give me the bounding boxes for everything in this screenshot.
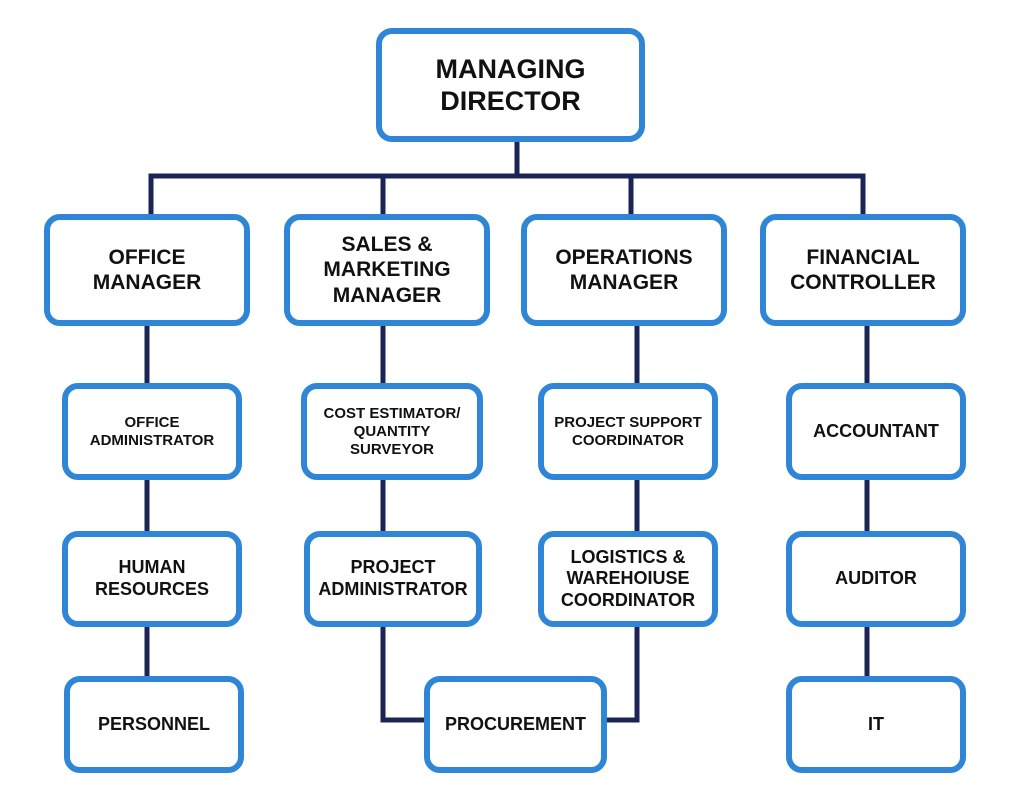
logistics-warehouse-coordinator-box: LOGISTICS & WAREHOIUSE COORDINATOR [538, 531, 718, 627]
managing-director-label: MANAGING DIRECTOR [435, 53, 586, 116]
accountant-box: ACCOUNTANT [786, 383, 966, 480]
project-administrator-label: PROJECT ADMINISTRATOR [318, 557, 468, 599]
procurement-box: PROCUREMENT [424, 676, 607, 773]
office-manager-box: OFFICE MANAGER [44, 214, 250, 326]
auditor-label: AUDITOR [835, 568, 917, 589]
it-box: IT [786, 676, 966, 773]
human-resources-label: HUMAN RESOURCES [94, 557, 210, 599]
office-manager-label: OFFICE MANAGER [92, 245, 202, 294]
financial-controller-label: FINANCIAL CONTROLLER [790, 245, 936, 294]
cost-estimator-label: COST ESTIMATOR/ QUANTITY SURVEYOR [323, 404, 461, 458]
accountant-label: ACCOUNTANT [813, 420, 939, 441]
sales-marketing-manager-label: SALES & MARKETING MANAGER [323, 233, 451, 307]
managing-director-box: MANAGING DIRECTOR [376, 28, 645, 142]
sales-marketing-manager-box: SALES & MARKETING MANAGER [284, 214, 490, 326]
it-label: IT [868, 713, 884, 734]
operations-manager-box: OPERATIONS MANAGER [521, 214, 727, 326]
human-resources-box: HUMAN RESOURCES [62, 531, 242, 627]
project-support-coordinator-label: PROJECT SUPPORT COORDINATOR [554, 413, 702, 449]
logistics-warehouse-coordinator-label: LOGISTICS & WAREHOIUSE COORDINATOR [560, 546, 696, 610]
personnel-label: PERSONNEL [97, 713, 211, 734]
procurement-label: PROCUREMENT [444, 713, 586, 734]
operations-manager-label: OPERATIONS MANAGER [555, 245, 693, 294]
financial-controller-box: FINANCIAL CONTROLLER [760, 214, 966, 326]
personnel-box: PERSONNEL [64, 676, 244, 773]
office-administrator-label: OFFICE ADMINISTRATOR [89, 413, 215, 449]
office-administrator-box: OFFICE ADMINISTRATOR [62, 383, 242, 480]
project-administrator-box: PROJECT ADMINISTRATOR [304, 531, 482, 627]
project-support-coordinator-box: PROJECT SUPPORT COORDINATOR [538, 383, 718, 480]
cost-estimator-box: COST ESTIMATOR/ QUANTITY SURVEYOR [301, 383, 483, 480]
auditor-box: AUDITOR [786, 531, 966, 627]
